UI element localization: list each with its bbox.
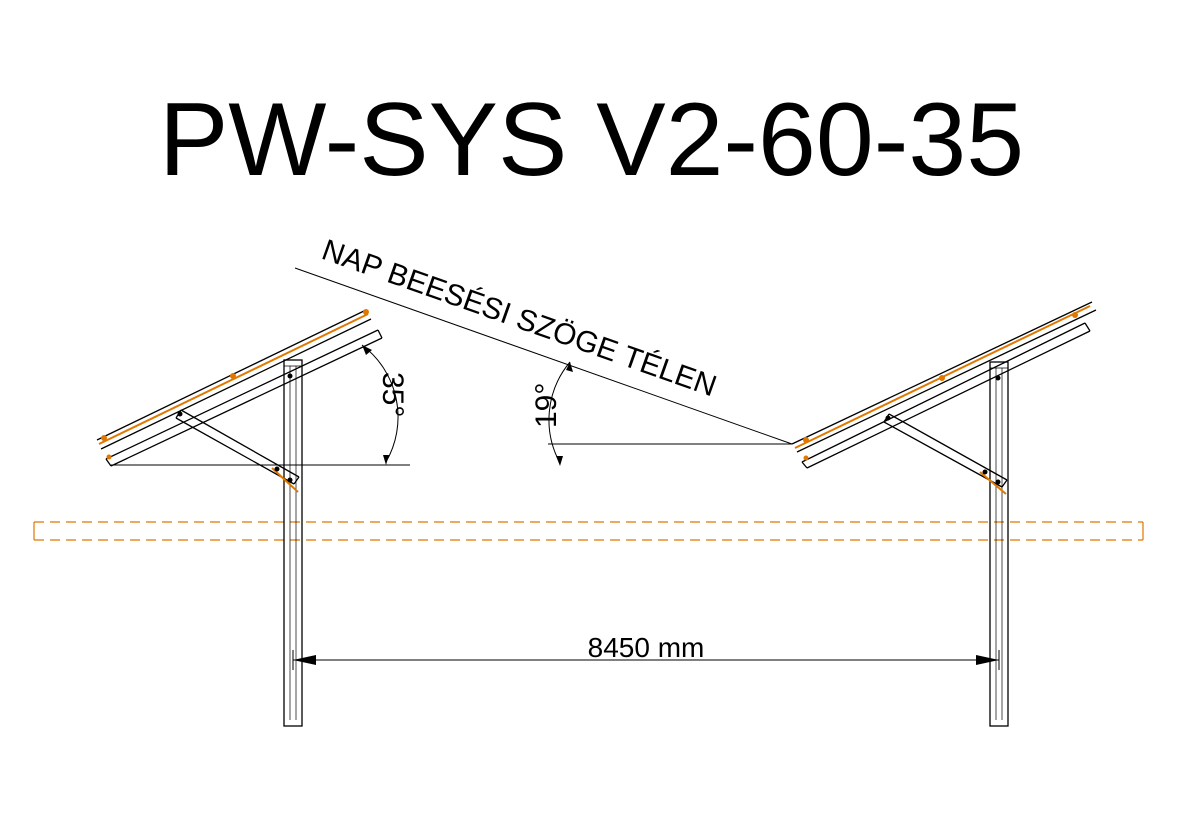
panel-tilt-label: 35° (376, 372, 409, 417)
left-tilt-angle (111, 344, 410, 466)
left-panel-rail (96, 309, 383, 467)
right-mount (791, 301, 1097, 727)
left-mount: 35° (96, 309, 410, 727)
spacing-dimension (292, 650, 1000, 670)
ground-line (33, 521, 1144, 541)
page-title: PW-SYS V2-60-35 (158, 82, 1025, 198)
sun-ray (294, 267, 793, 466)
left-post (283, 359, 303, 727)
right-post (989, 361, 1009, 727)
sun-angle-value: 19° (530, 383, 563, 428)
left-brace (175, 409, 300, 493)
right-panel-rail (791, 301, 1097, 469)
spacing-label: 8450 mm (588, 632, 705, 663)
right-brace (883, 413, 1008, 495)
